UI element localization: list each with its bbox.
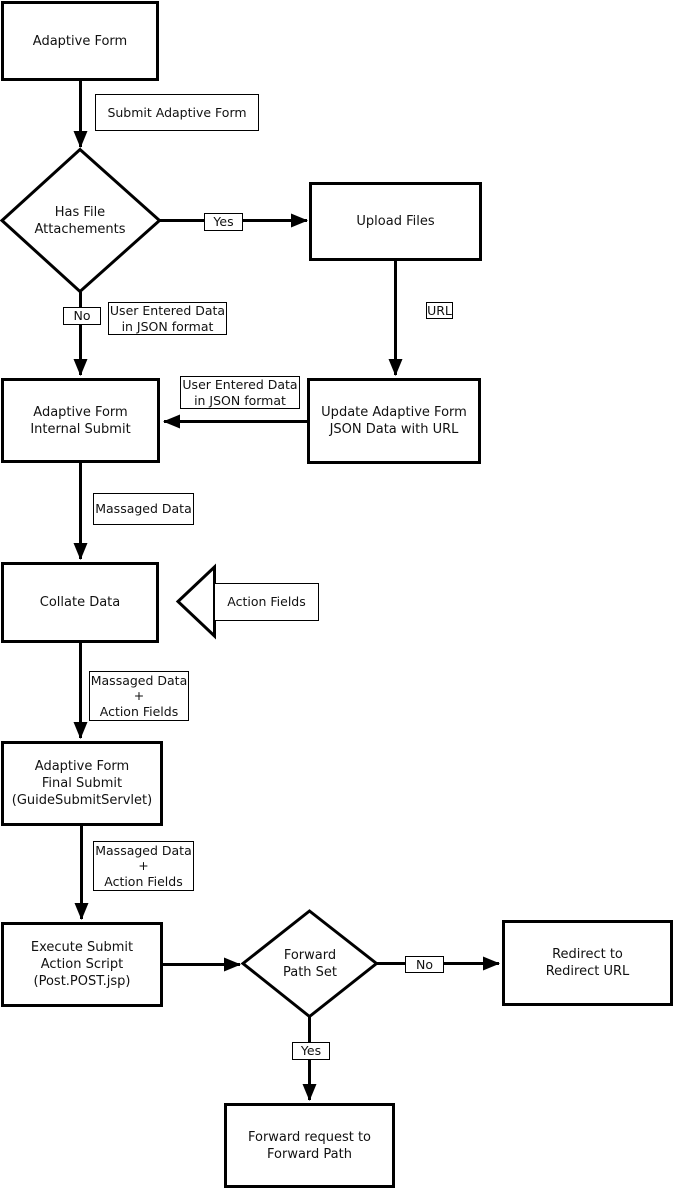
node-execute-submit: Execute Submit Action Script (Post.POST.… <box>1 922 163 1007</box>
edge-label-yes-upload: Yes <box>204 213 243 231</box>
edge-label-submit-adaptive-form: Submit Adaptive Form <box>95 94 259 131</box>
node-redirect-url: Redirect to Redirect URL <box>502 920 673 1006</box>
edge-label-action-fields: Action Fields <box>215 583 319 621</box>
edge-label-user-entered-data-1: User Entered Data in JSON format <box>108 302 227 335</box>
decision-has-file-attachements-label: Has File Attachements <box>34 205 126 237</box>
block-arrow-action-fields-icon <box>175 563 216 640</box>
edge-label-yes-forward: Yes <box>292 1042 330 1060</box>
edge-label-massaged-plus-action-1: Massaged Data + Action Fields <box>89 671 189 721</box>
edge-label-massaged-data: Massaged Data <box>93 493 194 525</box>
node-collate-data: Collate Data <box>1 562 159 643</box>
decision-forward-path-set <box>240 909 379 1019</box>
edge-label-user-entered-data-2: User Entered Data in JSON format <box>180 376 300 409</box>
node-upload-files: Upload Files <box>309 182 482 261</box>
decision-forward-path-set-label: Forward Path Set <box>282 948 338 980</box>
node-internal-submit: Adaptive Form Internal Submit <box>1 378 160 463</box>
node-adaptive-form: Adaptive Form <box>1 1 159 81</box>
edge-label-no-internal: No <box>63 307 101 325</box>
node-update-adaptive-form: Update Adaptive Form JSON Data with URL <box>307 378 481 464</box>
edge-label-url: URL <box>426 302 453 319</box>
decision-has-file-attachements <box>0 147 162 294</box>
node-forward-request: Forward request to Forward Path <box>224 1103 395 1188</box>
edge-label-massaged-plus-action-2: Massaged Data + Action Fields <box>93 841 194 891</box>
edge-label-no-redirect: No <box>405 956 444 973</box>
node-final-submit: Adaptive Form Final Submit (GuideSubmitS… <box>1 741 163 826</box>
